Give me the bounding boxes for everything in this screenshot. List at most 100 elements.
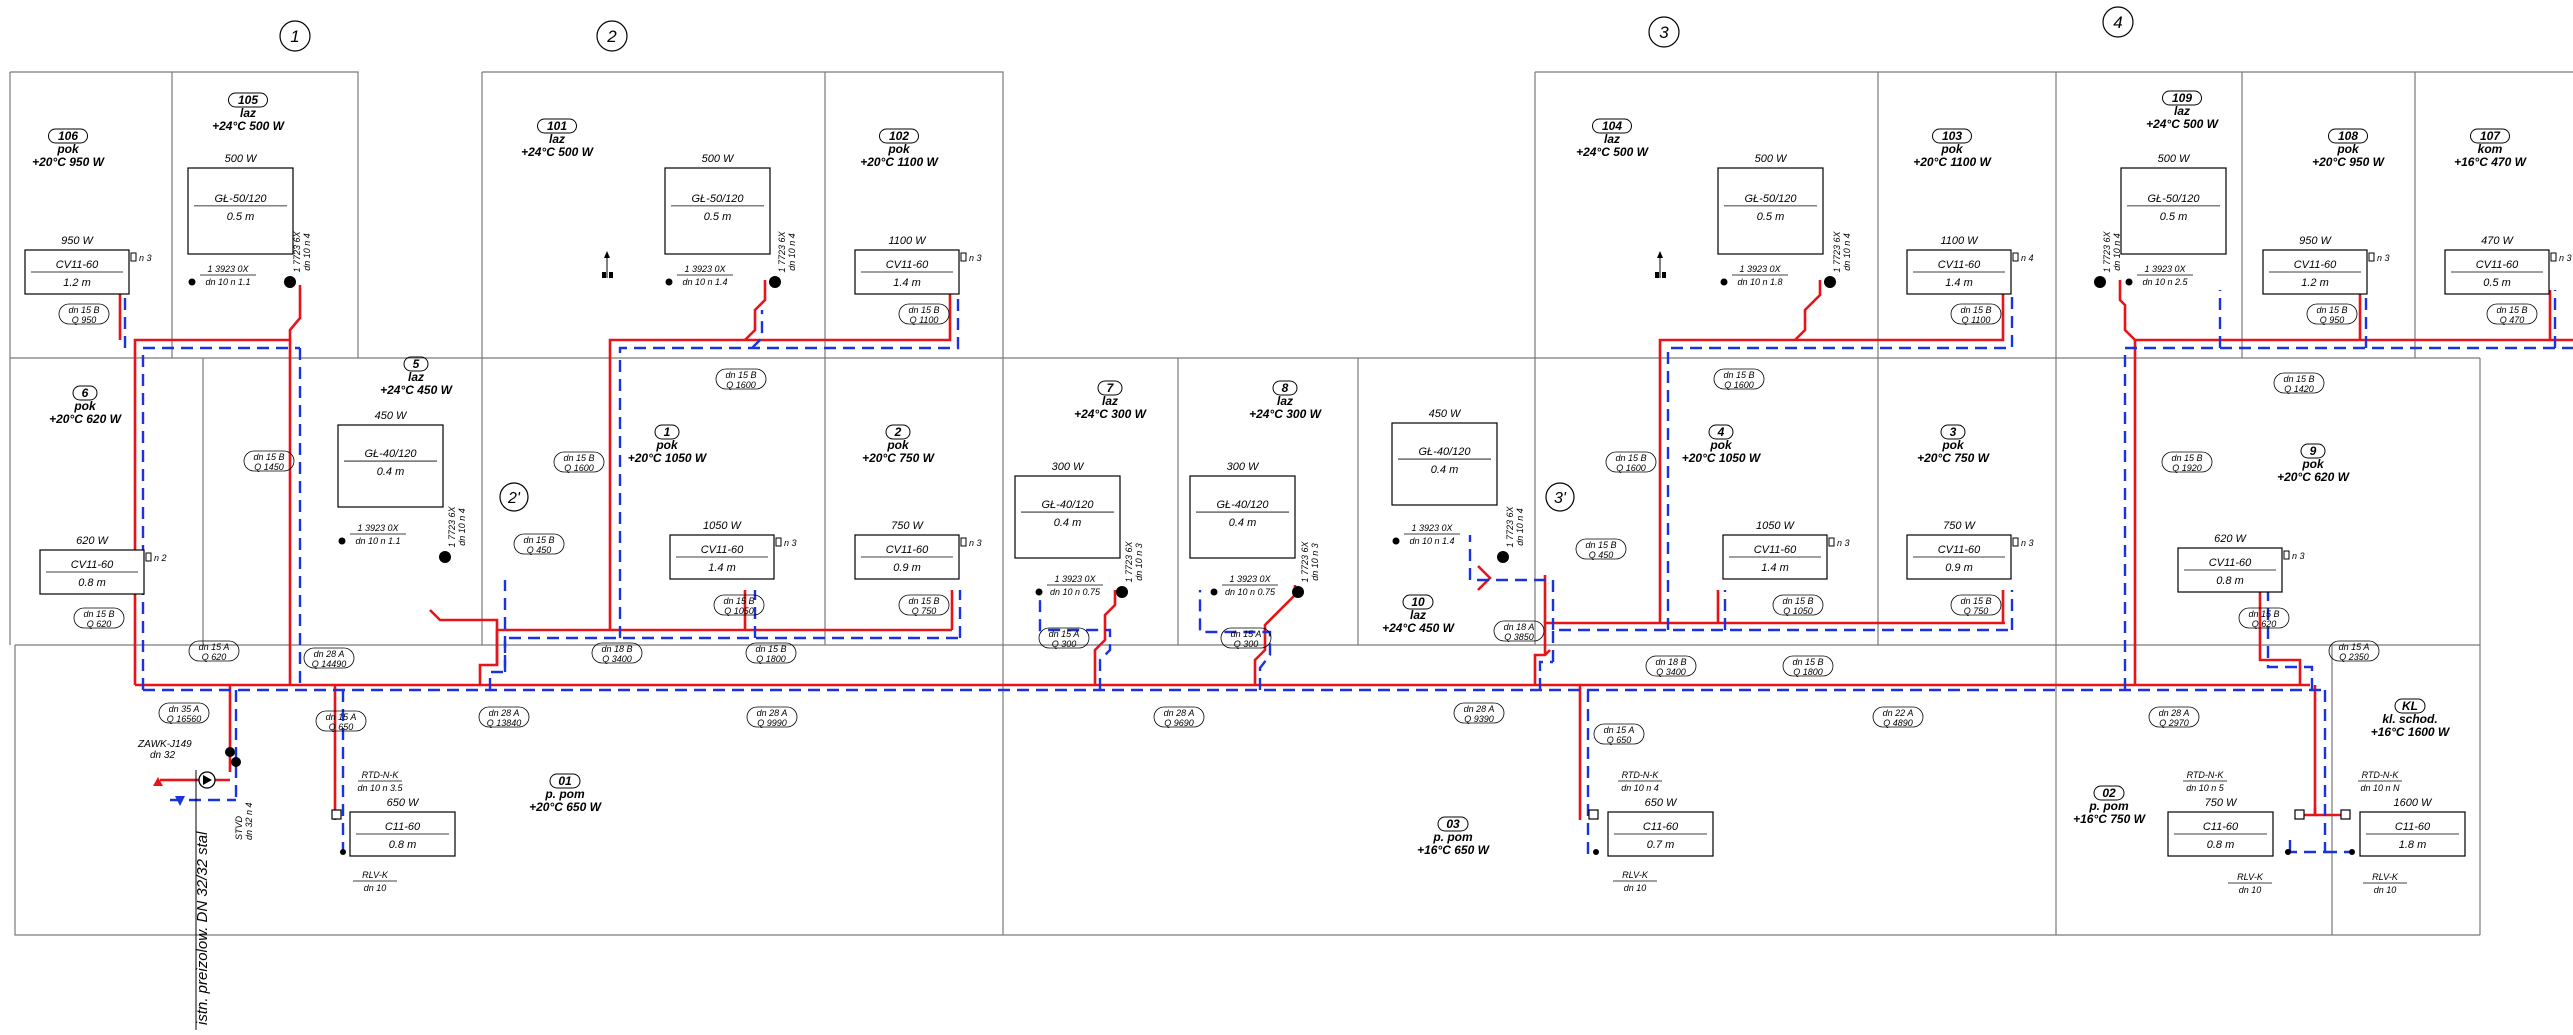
pipe-tag: dn 28 AQ 9390 xyxy=(1453,702,1505,724)
pipe-tag: dn 28 AQ 9690 xyxy=(1153,706,1205,728)
svg-text:3': 3' xyxy=(1554,490,1567,507)
radiator-body xyxy=(337,424,444,508)
valve-code: 1 7723 6X xyxy=(1505,505,1515,547)
valve-head-icon xyxy=(1116,586,1128,598)
fitting-setting: dn 10 xyxy=(2374,885,2397,895)
valve-code: 1 7723 6X xyxy=(777,230,787,272)
room-number: 101 xyxy=(547,119,567,133)
room-temp: +20°C 650 W xyxy=(529,800,603,814)
room-number-oval xyxy=(1097,380,1123,396)
pipe-diameter: dn 15 B xyxy=(1960,596,1991,606)
pipe-diameter: dn 15 B xyxy=(725,370,756,380)
axis-bubble: 3' xyxy=(1545,482,1575,512)
vent-icon xyxy=(2550,252,2557,262)
room-number-oval xyxy=(1932,128,1972,144)
valve-code: 1 3923 0X xyxy=(1229,574,1271,584)
valve-head-icon xyxy=(769,276,781,288)
pipe-diameter: dn 15 B xyxy=(723,596,754,606)
valve-setting: dn 10 n 1.4 xyxy=(682,277,727,287)
room-name: laz xyxy=(1277,394,1293,408)
axis-bubble: 2' xyxy=(499,482,529,512)
room-temp: +16°C 470 W xyxy=(2454,155,2528,169)
pipe-flow: Q 1600 xyxy=(1616,463,1646,473)
pipe-diameter: dn 15 B xyxy=(1615,453,1646,463)
room-number: 106 xyxy=(58,129,78,143)
room-temp: +20°C 620 W xyxy=(2277,470,2351,484)
fitting: RTD-N-Kdn 10 n N xyxy=(2358,770,2402,793)
pipe-diameter: dn 15 B xyxy=(1960,305,1991,315)
pipe-tag: dn 15 BQ 1420 xyxy=(2273,372,2325,394)
pipe-diameter: dn 15 B xyxy=(253,452,284,462)
pipe-flow: Q 16560 xyxy=(167,714,202,724)
radiator-type: C11-60 xyxy=(2395,821,2431,833)
room-name: pok xyxy=(56,142,80,156)
radiator-power: 450 W xyxy=(375,410,408,422)
radiator-type: GŁ-50/120 xyxy=(692,193,745,205)
room-name: pok xyxy=(887,142,911,156)
radiator-power: 1050 W xyxy=(703,520,743,532)
pipe-tag: dn 15 AQ 2350 xyxy=(2328,640,2380,662)
pipe-diameter: dn 15 B xyxy=(1782,596,1813,606)
pipe-diameter: dn 15 A xyxy=(1049,629,1080,639)
pipe-diameter: dn 18 B xyxy=(1655,657,1686,667)
room-name: p. pom xyxy=(1432,830,1473,844)
pipe-flow: Q 1920 xyxy=(2172,463,2202,473)
room-number: 1 xyxy=(664,425,671,439)
fitting-setting: dn 10 xyxy=(364,883,387,893)
radiator-type: CV11-60 xyxy=(886,544,929,556)
room-name: pok xyxy=(1709,438,1733,452)
radiator-type: CV11-60 xyxy=(2476,259,2519,271)
pipe-flow: Q 9390 xyxy=(1464,714,1494,724)
pipe-flow: Q 300 xyxy=(1052,639,1077,649)
room-name: laz xyxy=(1410,608,1426,622)
radiator-length: 0.5 m xyxy=(227,211,255,223)
radiator-length: 0.5 m xyxy=(1757,211,1785,223)
pipe-tag: dn 15 BQ 1800 xyxy=(1782,655,1834,677)
stv-label: STVD xyxy=(234,815,244,840)
room-number-oval xyxy=(228,92,268,108)
svg-text:3: 3 xyxy=(1659,23,1669,42)
pipe-tag: dn 18 AQ 3850 xyxy=(1493,620,1545,642)
radiator-n: n 3 xyxy=(2559,253,2572,263)
valve-setting: dn 10 n 1.8 xyxy=(1737,277,1782,287)
fitting: RLV-Kdn 10 xyxy=(2363,872,2407,895)
valve-setting: dn 10 n 0.75 xyxy=(1225,587,1276,597)
room-number: 4 xyxy=(1717,425,1725,439)
pipe-diameter: dn 15 B xyxy=(755,644,786,654)
fitting-setting: dn 10 n N xyxy=(2360,783,2400,793)
svg-text:4: 4 xyxy=(2113,13,2122,32)
radiator-length: 0.5 m xyxy=(704,211,732,223)
room-number: 2 xyxy=(894,425,902,439)
pipe-flow: Q 620 xyxy=(202,652,227,662)
radiator-type: CV11-60 xyxy=(2209,557,2252,569)
pipe-tag: dn 28 AQ 14490 xyxy=(303,647,355,669)
room-number: 102 xyxy=(889,129,909,143)
room-name: pok xyxy=(73,399,97,413)
pipe-diameter: dn 15 B xyxy=(1585,540,1616,550)
room-number: 103 xyxy=(1942,129,1962,143)
pipe-flow: Q 620 xyxy=(87,619,112,629)
fitting-type: RLV-K xyxy=(1622,870,1649,880)
vent-icon xyxy=(775,537,782,547)
radiator-power: 620 W xyxy=(76,535,109,547)
rtd-valve-icon xyxy=(2340,809,2351,820)
room-number-oval xyxy=(2093,785,2125,801)
pipe-tag: dn 15 BQ 620 xyxy=(2238,607,2290,629)
valve-code: 1 7723 6X xyxy=(1300,540,1310,582)
radiator-power: 1050 W xyxy=(1756,520,1796,532)
air-vent-icon xyxy=(1657,251,1663,258)
pipe-flow: Q 1600 xyxy=(564,463,594,473)
